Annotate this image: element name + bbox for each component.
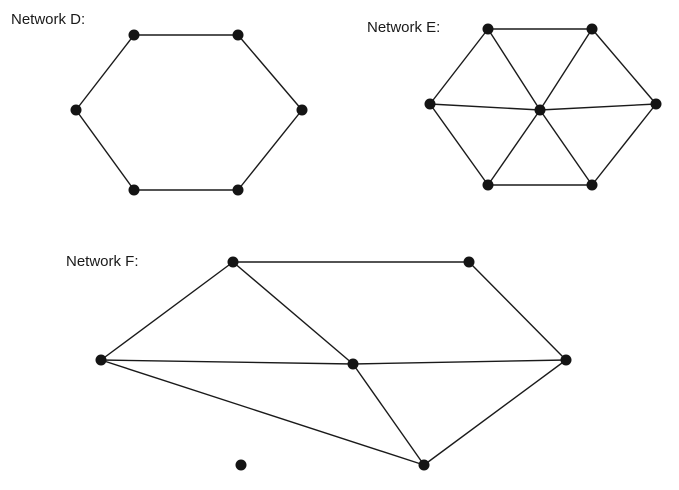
network-d-edge-5-0 — [75, 34, 135, 111]
network-e-edge-6-5 — [429, 103, 541, 111]
network-d-edge-4-5 — [75, 109, 135, 191]
network-e-edge-4-5 — [429, 103, 489, 186]
network-e-node-4 — [482, 179, 494, 191]
network-e-node-1 — [586, 23, 598, 35]
network-e-label: Network E: — [367, 19, 441, 36]
network-d-label: Network D: — [11, 11, 86, 28]
network-f-node-0 — [95, 354, 107, 366]
network-d-graph — [70, 29, 308, 196]
network-d-node-5 — [70, 104, 82, 116]
network-f-edge-3-4 — [423, 359, 567, 466]
network-f-node-4 — [418, 459, 430, 471]
network-e-node-0 — [482, 23, 494, 35]
network-d-node-4 — [128, 184, 140, 196]
network-f-edge-3-5 — [352, 359, 567, 365]
network-f-graph — [95, 256, 572, 471]
network-f-edge-0-5 — [100, 359, 354, 365]
network-e-node-3 — [586, 179, 598, 191]
network-d-edge-1-2 — [237, 34, 303, 111]
network-d-node-0 — [128, 29, 140, 41]
network-e-edge-6-0 — [487, 28, 541, 111]
network-f-node-1 — [227, 256, 239, 268]
network-e-edge-2-3 — [591, 103, 657, 186]
network-f-edge-4-5 — [352, 363, 425, 466]
network-f-node-5 — [347, 358, 359, 370]
network-d-node-3 — [232, 184, 244, 196]
network-f-label: Network F: — [66, 253, 139, 270]
network-f-node-3 — [560, 354, 572, 366]
network-e-node-2 — [650, 98, 662, 110]
network-e-edge-6-3 — [539, 109, 593, 186]
network-e-edge-5-0 — [429, 28, 489, 105]
network-e-edge-6-2 — [539, 103, 657, 111]
network-e-edge-1-2 — [591, 28, 657, 105]
network-e-graph — [424, 23, 662, 191]
network-d-edge-2-3 — [237, 109, 303, 191]
network-f-edge-0-1 — [100, 261, 234, 361]
network-d-node-1 — [232, 29, 244, 41]
network-d-node-2 — [296, 104, 308, 116]
network-f-edge-4-0 — [100, 359, 425, 466]
network-f-node-2 — [463, 256, 475, 268]
network-e-node-5 — [424, 98, 436, 110]
network-f-edge-1-5 — [232, 261, 354, 365]
network-f-edge-2-3 — [468, 261, 567, 361]
network-f-node-6 — [235, 459, 247, 471]
network-e-edge-6-4 — [487, 109, 541, 186]
network-e-node-6 — [534, 104, 546, 116]
network-e-edge-6-1 — [539, 28, 593, 111]
